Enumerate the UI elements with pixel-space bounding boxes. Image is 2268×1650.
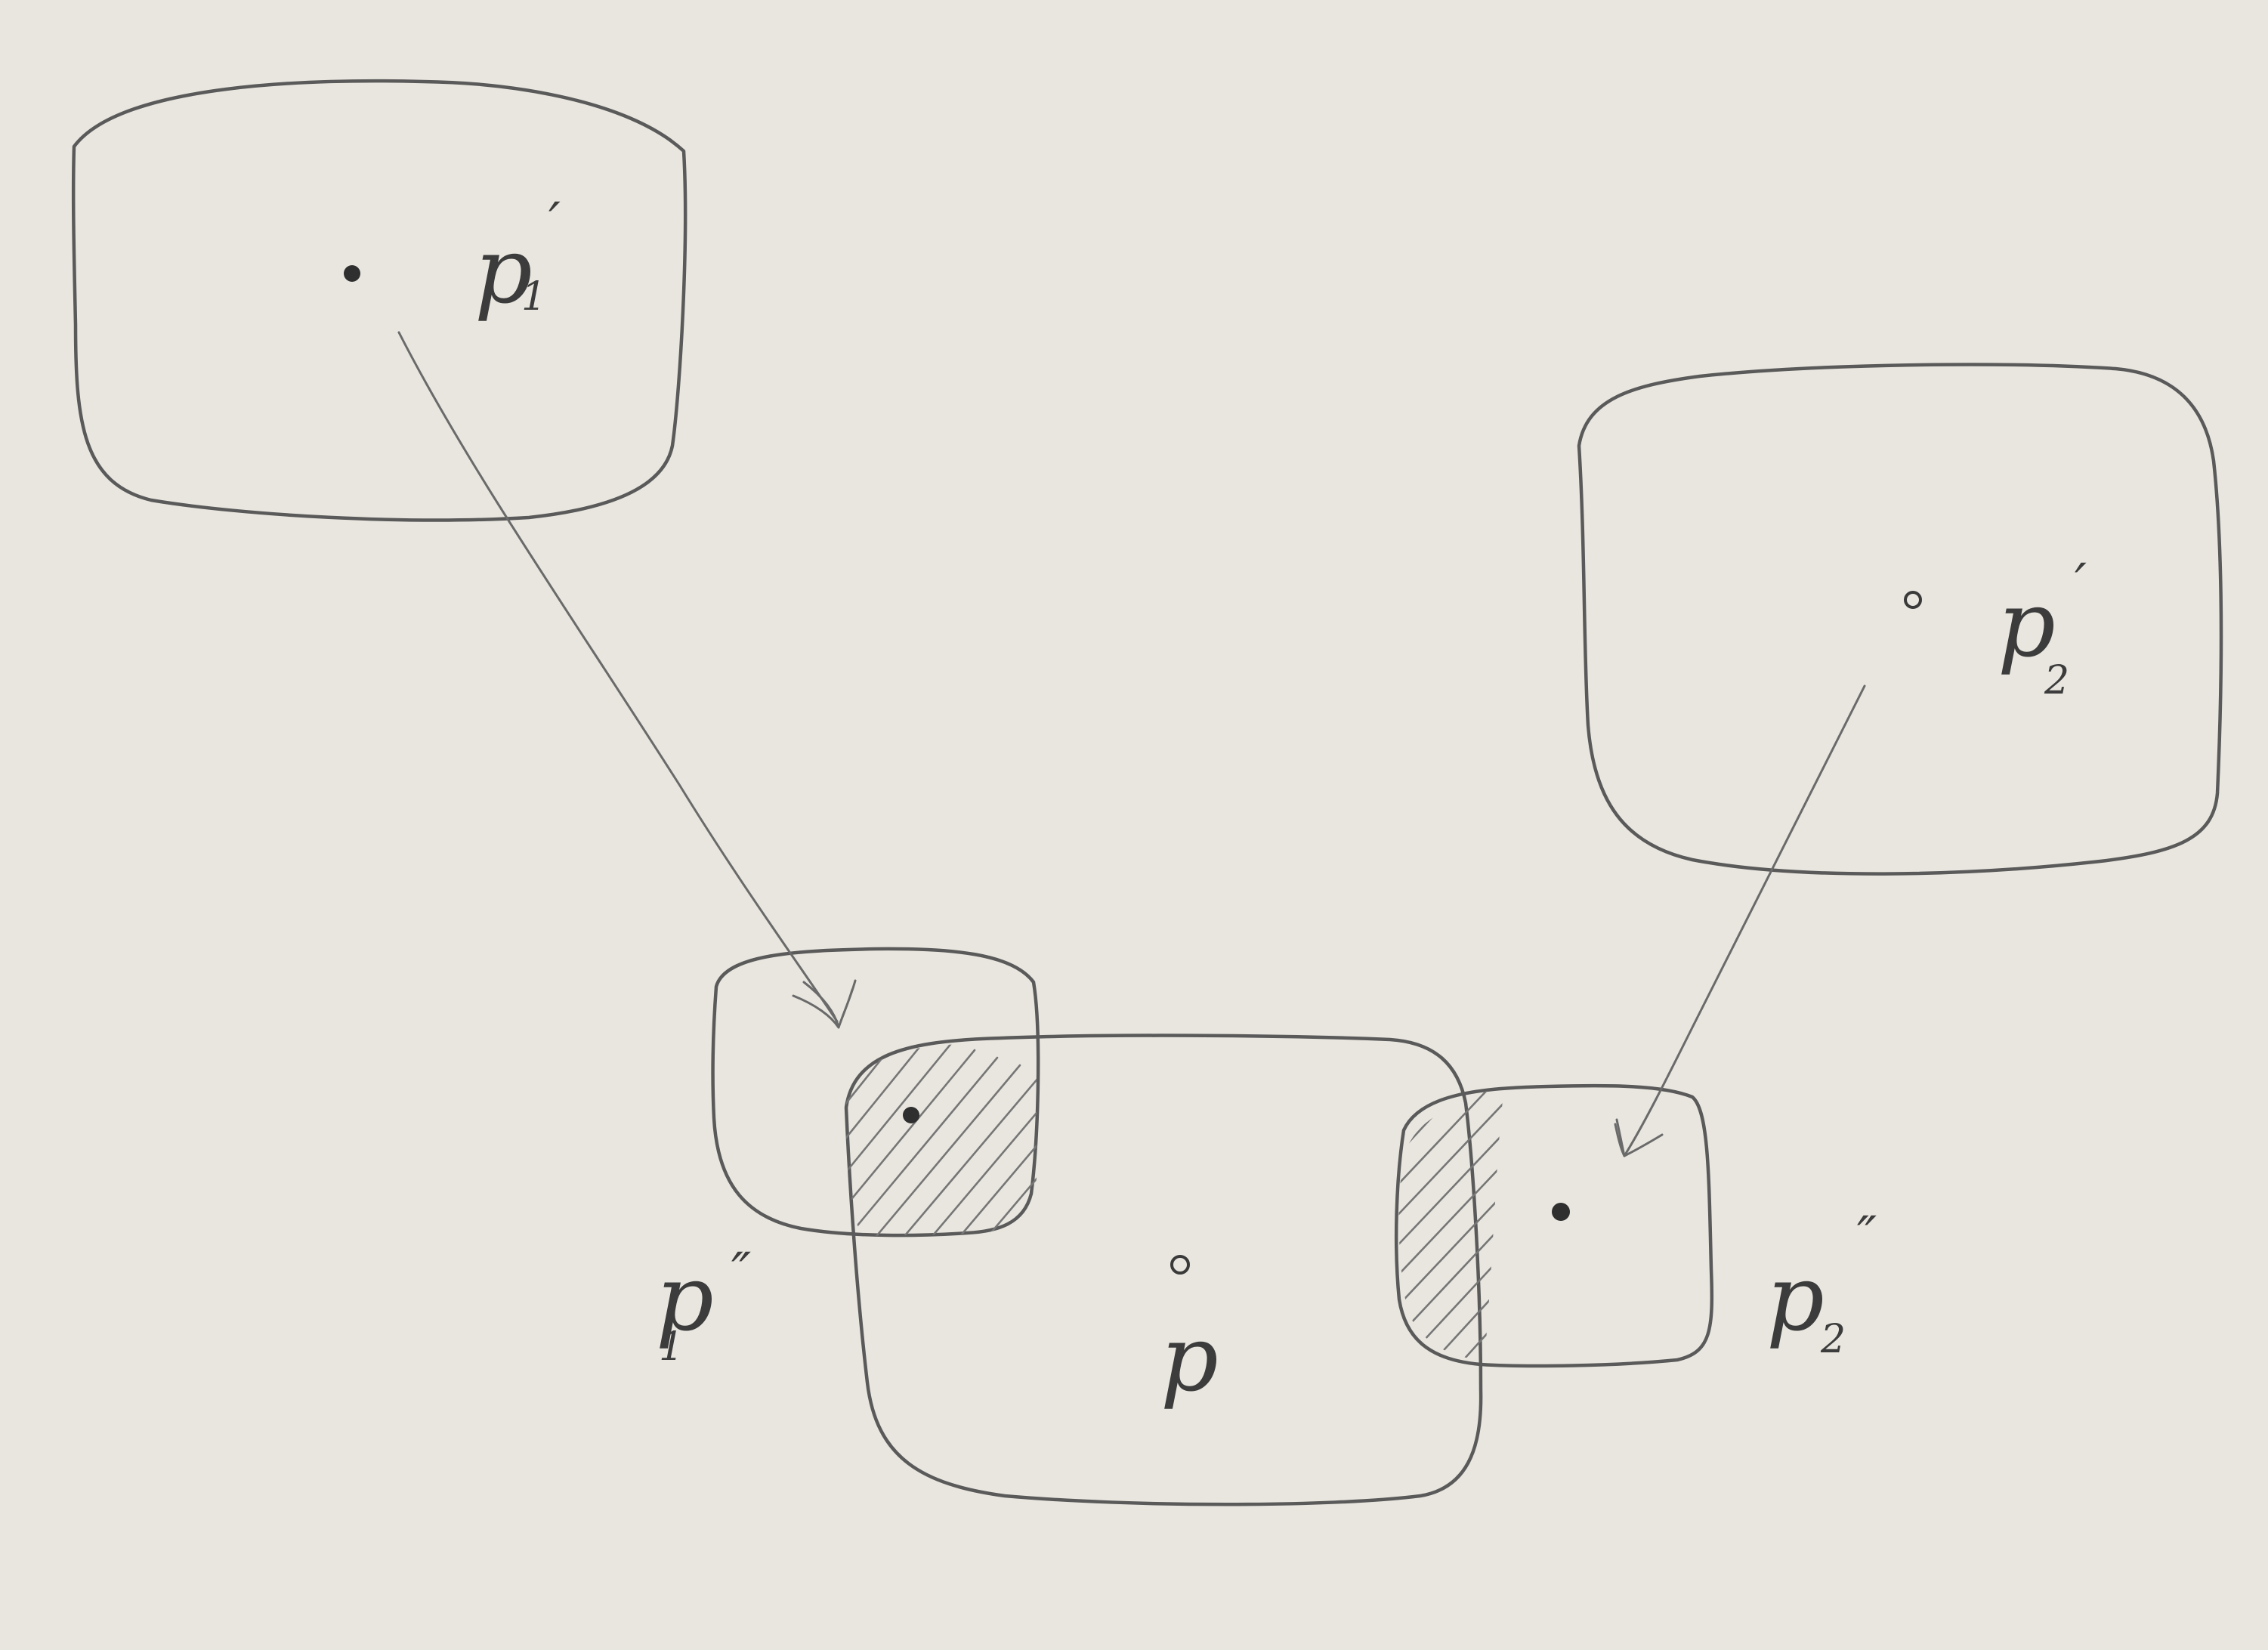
arrow-p1-prime-to-p1-dprime [397,331,839,1023]
label-p2-prime: p 2 ′ [1998,552,2087,703]
arrow-p2-prime-to-p2-dprime [1623,684,1866,1157]
svg-text:p: p [656,1247,714,1352]
svg-text:′: ′ [548,191,561,253]
point-p1-dprime [903,1107,919,1123]
point-p [1170,1255,1190,1275]
region-p2-dprime [1394,1083,1714,1368]
label-p: p [1160,1307,1219,1412]
svg-text:p: p [1160,1307,1219,1412]
arrowhead-right [1614,1118,1664,1157]
arrowhead-left [792,979,857,1029]
svg-text:″: ″ [731,1241,751,1303]
label-p1-dprime: p 1 ″ [656,1241,751,1370]
svg-text:p: p [1766,1247,1825,1352]
label-p1-prime: p 1 ′ [474,191,561,324]
svg-text:1: 1 [521,274,546,320]
point-p2-dprime [1552,1203,1570,1221]
region-p1-dprime [711,947,1040,1238]
svg-text:″: ″ [1857,1205,1877,1267]
svg-text:p: p [1998,573,2056,678]
region-p1-prime [71,79,688,522]
point-p2-prime [1904,591,1922,609]
point-p1-prime [344,265,360,282]
svg-text:2: 2 [1820,1317,1846,1362]
overlap-hatch-left [845,1043,1037,1236]
region-p2-prime [1577,363,2223,876]
svg-text:′: ′ [2075,552,2087,614]
region-p [844,1034,1483,1506]
svg-text:2: 2 [2044,658,2069,703]
label-p2-dprime: p 2 ″ [1766,1205,1877,1362]
svg-text:1: 1 [659,1324,684,1370]
svg-text:p: p [474,219,533,324]
